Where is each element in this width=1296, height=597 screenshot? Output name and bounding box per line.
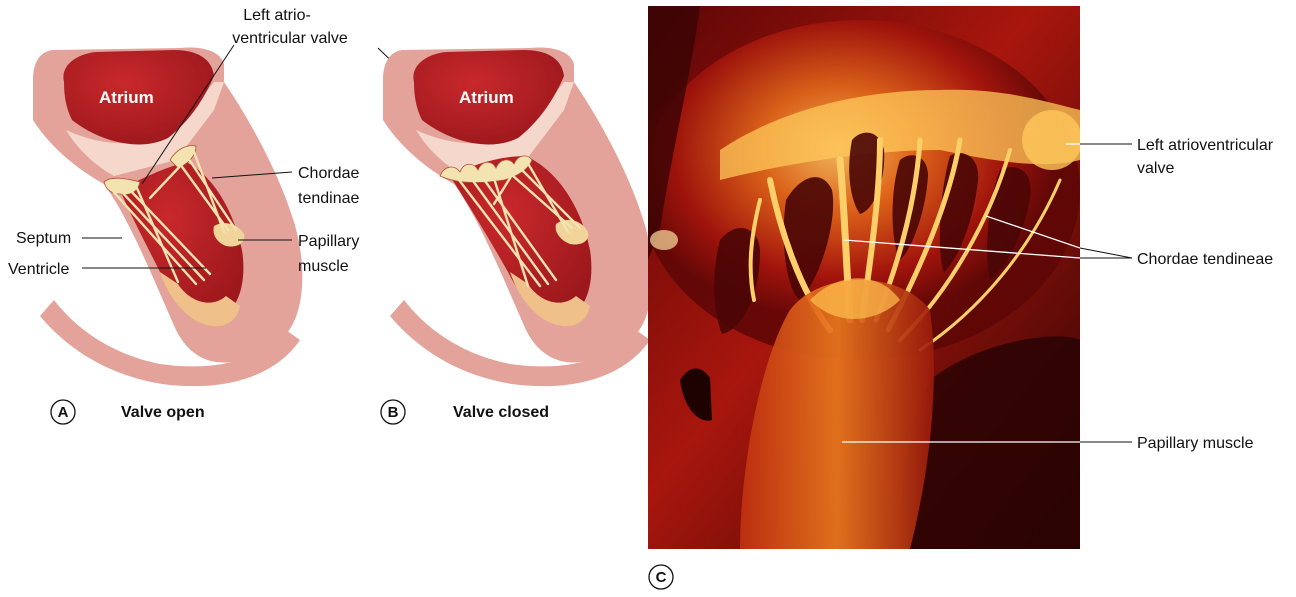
panel-a-caption: Valve open [121, 404, 205, 421]
photo-chordae-label: Chordae tendineae [1137, 251, 1273, 268]
valve-label-line2: ventricular valve [232, 30, 348, 47]
photo-highlight-left [650, 230, 678, 250]
chordae-label-line1: Chordae [298, 165, 359, 182]
photo-valve-label-line2: valve [1137, 160, 1174, 177]
valve-label-line1: Left atrio- [243, 7, 311, 24]
photo-valve-label-line1: Left atrioventricular [1137, 137, 1274, 154]
photo-valve-highlight [1022, 110, 1082, 170]
photo-papillary-label: Papillary muscle [1137, 435, 1254, 452]
diagram-valve-closed: Atrium B Valve closed [381, 48, 652, 424]
panel-a-letter: A [58, 404, 69, 421]
papillary-label-line2: muscle [298, 258, 349, 275]
chordae-label-line2: tendinae [298, 190, 359, 207]
atrium-label: Atrium [459, 88, 514, 107]
panel-b-caption: Valve closed [453, 404, 549, 421]
atrium-label: Atrium [99, 88, 154, 107]
panel-c-letter: C [656, 569, 667, 586]
panel-b-letter: B [388, 404, 399, 421]
papillary-label-line1: Papillary [298, 233, 359, 250]
photo-panel [640, 6, 1082, 549]
diagram-valve-open: Atrium Septum Ventricle Chordae tendinae… [8, 48, 359, 424]
ventricle-label: Ventricle [8, 261, 69, 278]
septum-label: Septum [16, 230, 71, 247]
photo-chordae-leader-out-2 [1080, 248, 1132, 258]
